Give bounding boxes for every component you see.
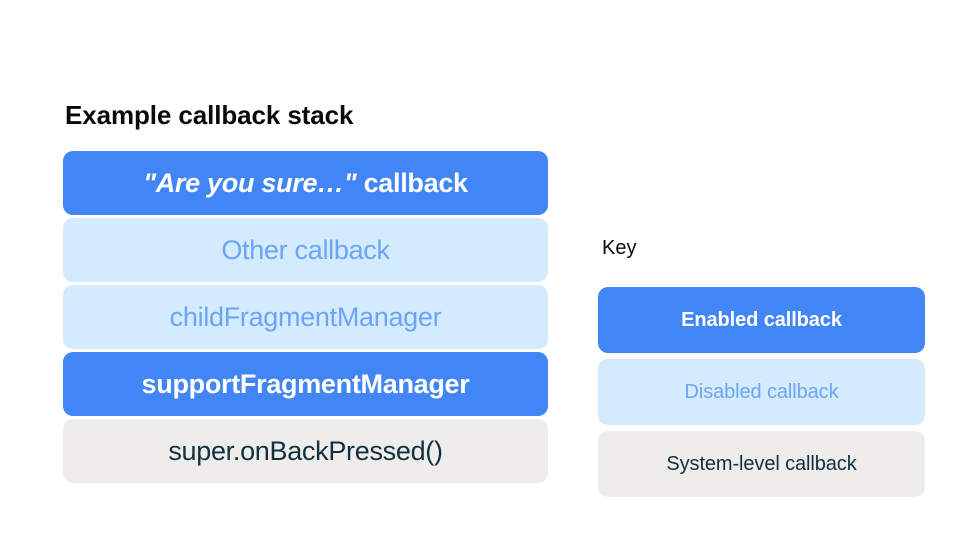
key-section: Key Enabled callback Disabled callback S… [598,236,925,497]
key-item-disabled-callback: Disabled callback [598,359,925,425]
stack-title: Example callback stack [65,100,354,130]
stack-item-label: supportFragmentManager [141,369,470,399]
stack-item-label: super.onBackPressed() [168,436,443,466]
key-title: Key [602,237,637,259]
key-item-label: Disabled callback [684,381,839,403]
callback-stack-section: Example callback stack "Are you sure…" c… [63,100,548,483]
stack-item-super-onbackpressed: super.onBackPressed() [63,419,548,483]
stack-item-other-callback: Other callback [63,218,548,282]
stack-item-label-quoted: "Are you sure…" [143,168,357,198]
callback-stack-list: "Are you sure…" callback Other callback … [63,151,548,483]
key-list: Enabled callback Disabled callback Syste… [598,287,925,497]
stack-item-label: Other callback [221,235,390,265]
stack-item-are-you-sure-callback: "Are you sure…" callback [63,151,548,215]
key-item-system-level-callback: System-level callback [598,431,925,497]
stack-item-label: "Are you sure…" callback [143,168,468,198]
key-item-label: Enabled callback [681,309,842,331]
stack-item-childfragmentmanager: childFragmentManager [63,285,548,349]
key-item-enabled-callback: Enabled callback [598,287,925,353]
key-item-label: System-level callback [666,453,857,475]
stack-item-label-plain: callback [356,168,469,198]
stack-item-label: childFragmentManager [169,302,442,332]
stack-item-supportfragmentmanager: supportFragmentManager [63,352,548,416]
